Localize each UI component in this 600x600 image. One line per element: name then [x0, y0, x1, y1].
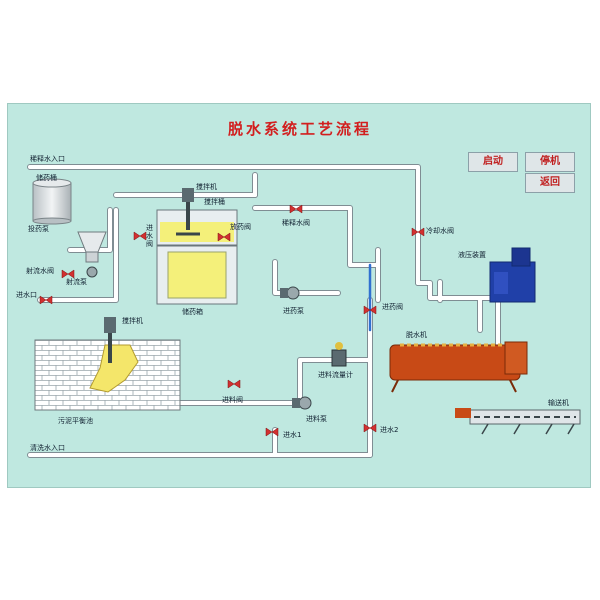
label-dosing-pump: 投药泵	[28, 225, 49, 233]
label-flowmeter: 进料流量计	[318, 371, 353, 379]
jet-hopper	[77, 231, 107, 263]
label-jet-valve: 射流水阀	[26, 267, 54, 275]
label-dilution-inlet: 稀释水入口	[30, 155, 65, 163]
valve-water-inlet	[39, 295, 53, 305]
label-feed-valve: 进料阀	[222, 396, 243, 404]
conveyor	[455, 408, 581, 435]
chemical-box	[156, 245, 238, 305]
label-chem-tank: 储药箱	[182, 308, 203, 316]
valve-dosing	[217, 232, 231, 242]
label-agitator-left: 搅拌机	[122, 317, 143, 325]
label-cooling-valve: 冷却水阀	[426, 227, 454, 235]
label-wash-inlet: 清洗水入口	[30, 444, 65, 452]
label-sludge-tank: 污泥平衡池	[58, 417, 93, 425]
label-dosing-valve: 放药阀	[230, 223, 251, 231]
sludge-tank	[34, 317, 181, 411]
valve-inlet2	[363, 423, 377, 433]
valve-dilution	[289, 204, 303, 214]
label-inlet-valve: 进水阀	[146, 224, 153, 248]
hydraulic-unit	[489, 247, 536, 303]
back-button[interactable]: 返回	[525, 173, 575, 193]
pump-dosing	[280, 286, 300, 300]
label-inlet1: 进水1	[283, 431, 302, 439]
label-mixing-tank: 搅拌桶	[204, 198, 225, 206]
label-water-inlet: 进水口	[16, 291, 37, 299]
label-hydraulic: 液压装置	[458, 251, 486, 259]
label-conveyor: 输送机	[548, 399, 569, 407]
dewatering-machine	[389, 341, 528, 393]
valve-feed	[227, 379, 241, 389]
label-dosing-pump2: 进药泵	[283, 307, 304, 315]
pumps[interactable]	[86, 266, 347, 410]
valves[interactable]	[39, 204, 425, 437]
storage-drum	[32, 178, 72, 225]
valve-cooling	[411, 227, 425, 237]
valve-inlet1	[265, 427, 279, 437]
start-button[interactable]: 启动	[468, 152, 518, 172]
label-inlet2: 进水2	[380, 426, 399, 434]
label-storage-tank: 储药桶	[36, 174, 57, 182]
stop-button[interactable]: 停机	[525, 152, 575, 172]
valve-jet	[61, 269, 75, 279]
label-dewatering: 脱水机	[406, 331, 427, 339]
pump-feed	[292, 396, 312, 410]
valve-inlet	[133, 231, 147, 241]
flowmeter	[331, 342, 347, 367]
label-agitator-top: 搅拌机	[196, 183, 217, 191]
label-dilution-valve: 稀释水阀	[282, 219, 310, 227]
valve-dosing2	[363, 305, 377, 315]
page-title: 脱水系统工艺流程	[227, 120, 372, 138]
mixing-tank	[156, 188, 238, 246]
label-dosing-valve2: 进药阀	[382, 303, 403, 311]
label-feed-pump: 进料泵	[306, 415, 327, 423]
label-jet-pump: 射流泵	[66, 278, 87, 286]
pipe-network	[27, 164, 501, 458]
pump-jet	[86, 266, 98, 278]
